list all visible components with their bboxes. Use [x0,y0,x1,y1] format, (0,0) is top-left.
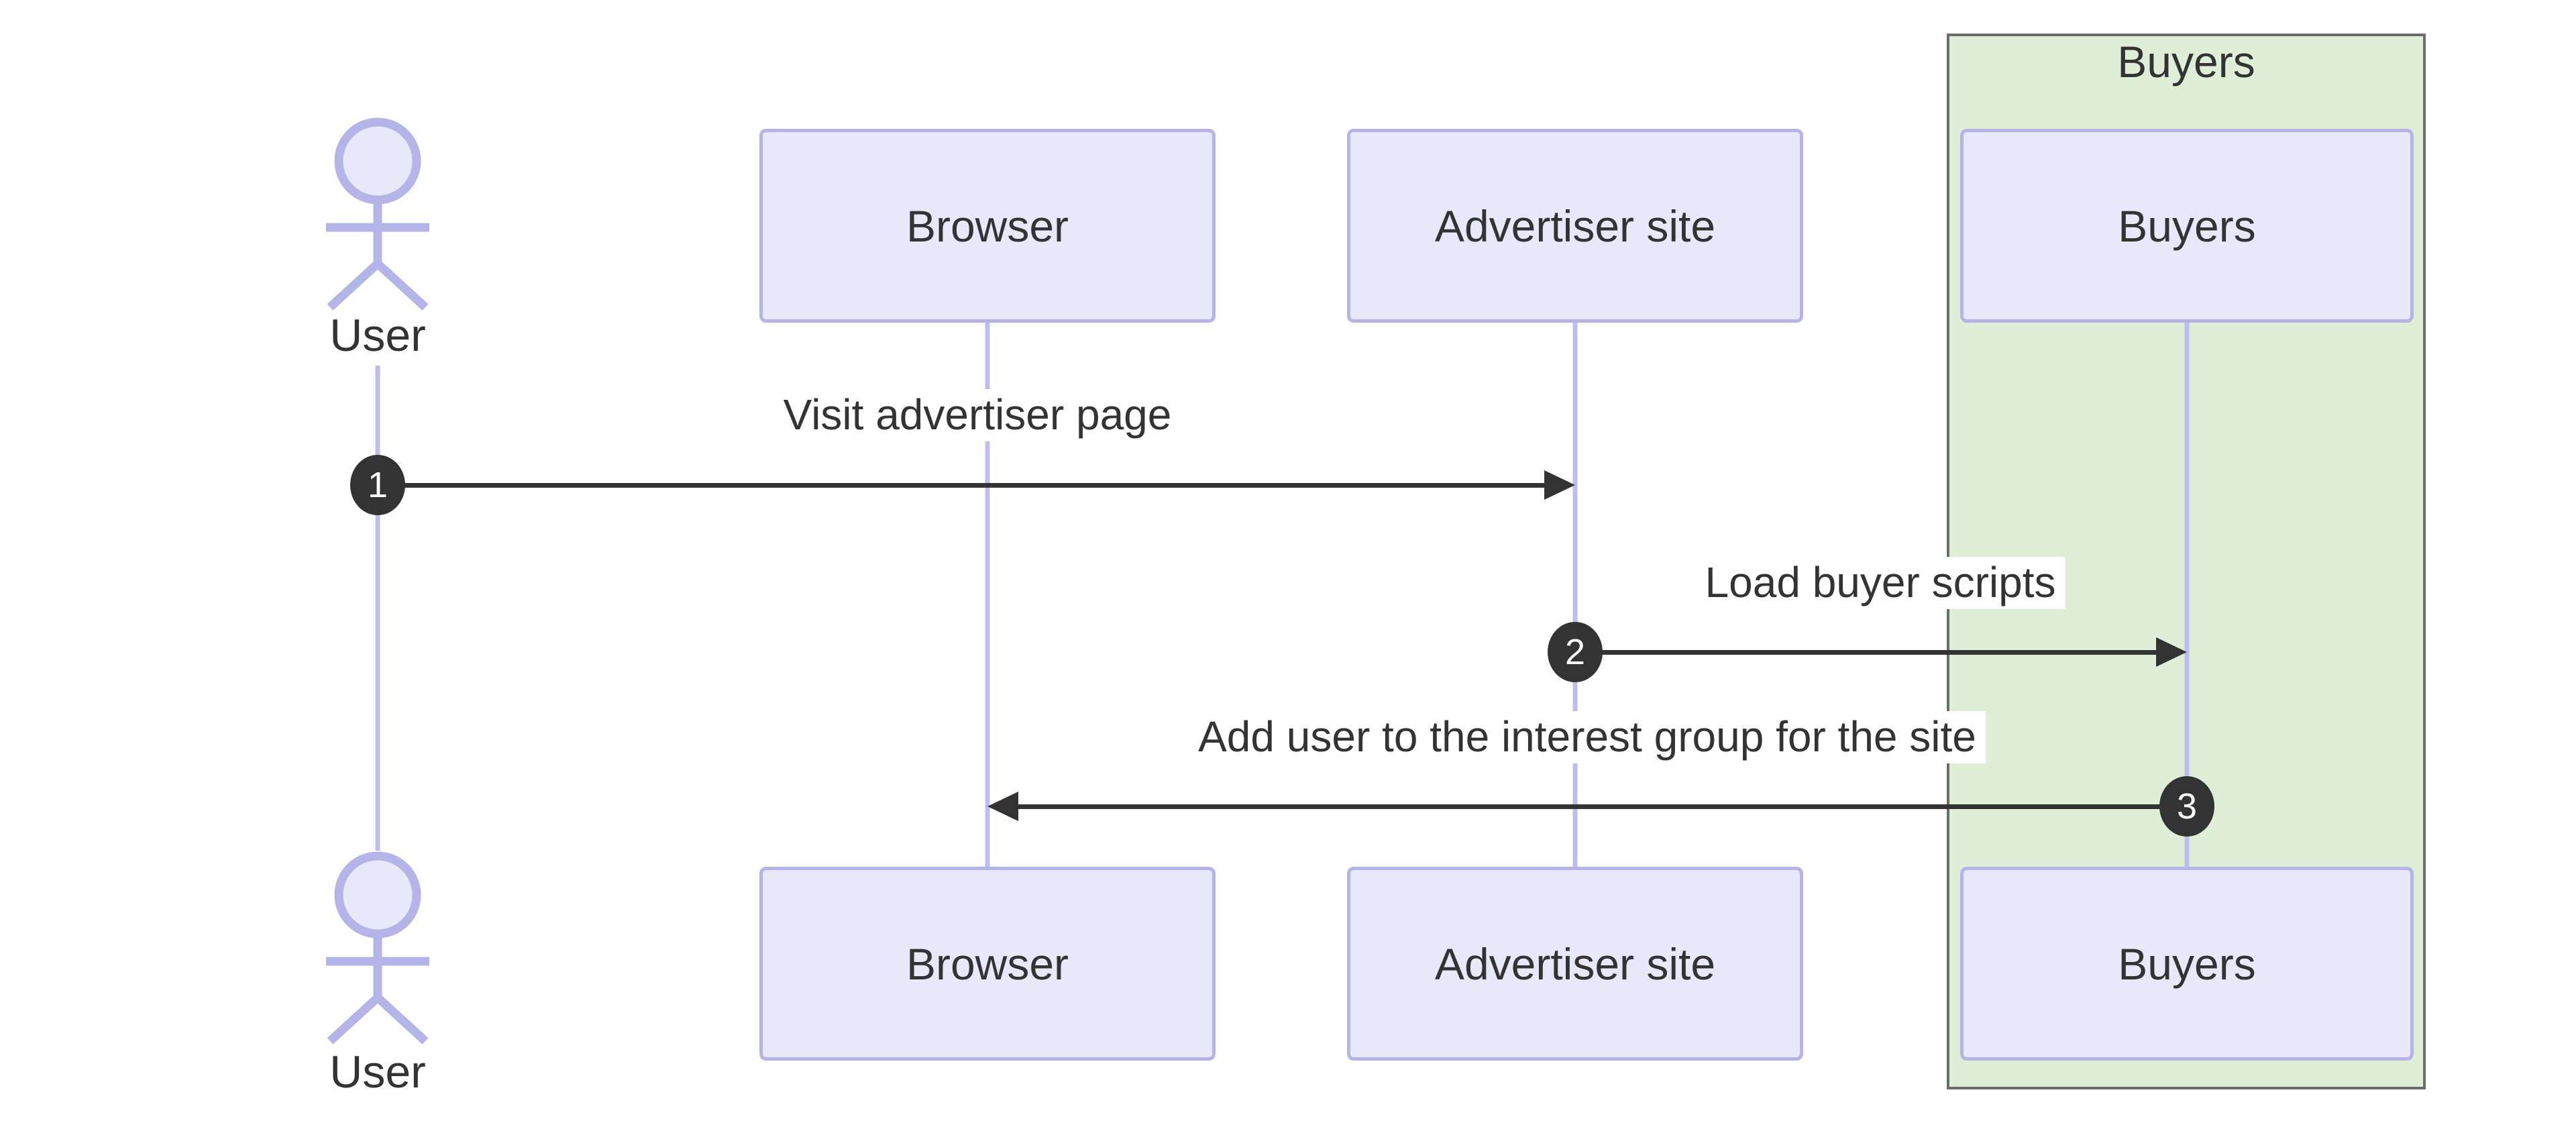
sequence-number-1: 1 [350,455,405,515]
actor-user-label-bottom: User [329,1047,426,1098]
user-actor-icon [326,117,429,311]
lifeline-advertiser [1572,323,1578,867]
lifeline-user [375,366,380,851]
sequence-number-text: 2 [1564,632,1586,672]
participant-advertiser-top: Advertiser site [1347,129,1803,323]
message-line-2 [1575,650,2156,655]
lifeline-buyers [2184,323,2190,867]
sequence-number-2: 2 [1548,622,1603,682]
participant-advertiser-bottom: Advertiser site [1347,867,1803,1061]
arrowhead-left-icon [987,792,1018,821]
message-line-1 [380,483,1547,488]
participant-advertiser-label: Advertiser site [1434,939,1716,989]
participant-browser-bottom: Browser [759,867,1216,1061]
lifeline-browser [985,323,990,867]
participant-browser-top: Browser [759,129,1216,323]
arrowhead-right-icon [1544,470,1575,500]
message-label-3: Add user to the interest group for the s… [1189,711,1986,763]
actor-user-label-top: User [329,310,426,361]
participant-buyers-top: Buyers [1960,129,2414,323]
arrowhead-right-icon [2156,637,2187,667]
participant-browser-label: Browser [906,939,1069,989]
sequence-number-text: 3 [2176,786,2198,826]
participant-buyers-label: Buyers [2118,201,2256,251]
participant-browser-label: Browser [906,201,1069,251]
buyers-group-title: Buyers [2117,37,2255,87]
participant-buyers-bottom: Buyers [1960,867,2414,1061]
participant-buyers-label: Buyers [2118,939,2256,989]
message-label-1: Visit advertiser page [773,389,1181,441]
message-line-3 [1018,804,2187,809]
sequence-number-3: 3 [2159,776,2214,837]
message-label-2: Load buyer scripts [1695,557,2065,609]
sequence-number-text: 1 [367,465,388,505]
participant-advertiser-label: Advertiser site [1434,201,1716,251]
user-actor-icon [326,851,429,1045]
